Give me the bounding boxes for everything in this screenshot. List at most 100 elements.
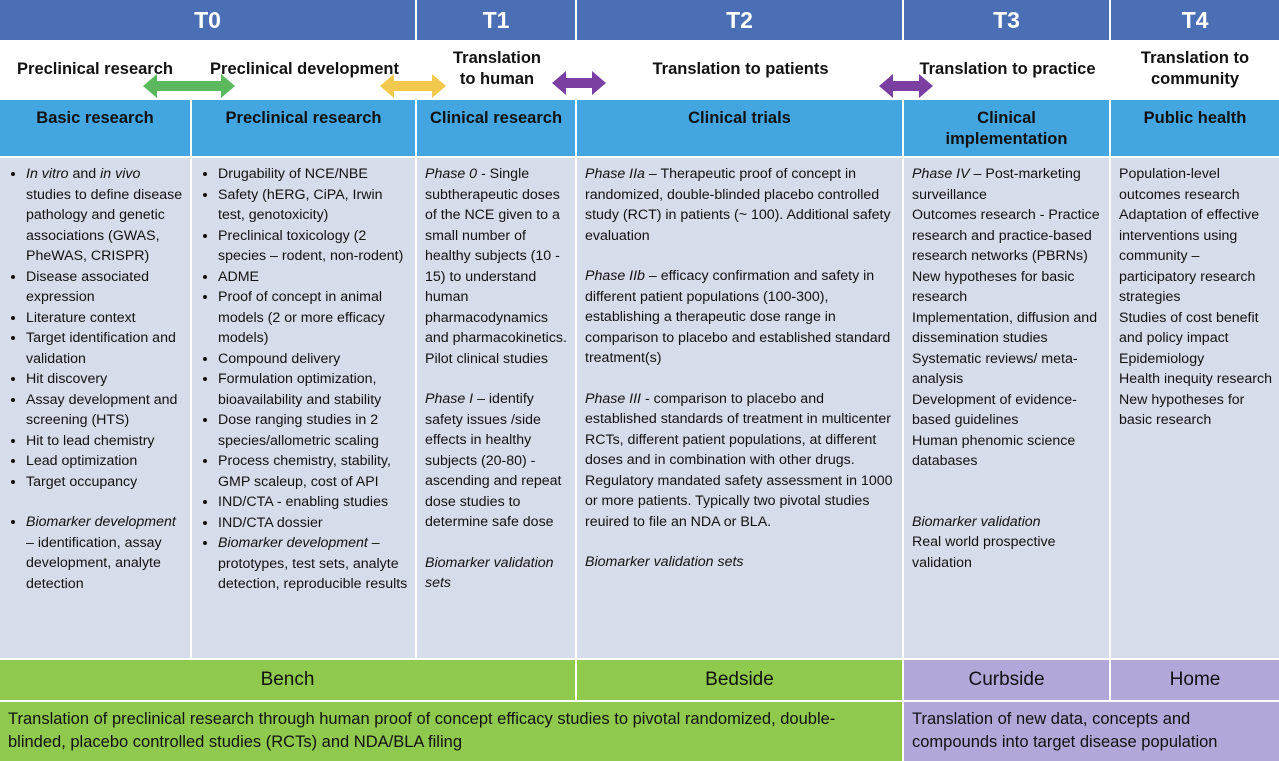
italic-text: Phase IIb xyxy=(585,268,645,284)
biomarker-paragraph: Biomarker validation sets xyxy=(585,552,896,573)
italic-text: Phase III xyxy=(585,390,641,407)
summary-text: Translation of preclinical research thro… xyxy=(8,710,836,751)
italic-text: In vitro xyxy=(26,166,69,182)
implementation-lines: Phase IV – Post-marketing surveillance O… xyxy=(912,164,1103,573)
phase-3-paragraph: Phase III - comparison to placebo and es… xyxy=(585,389,896,533)
category-public-health: Public health xyxy=(1111,100,1279,156)
category-label: Basic research xyxy=(36,109,154,127)
text: - Single subtherapeutic doses of the NCE… xyxy=(425,166,567,367)
list-item: ADME xyxy=(218,267,409,288)
list-item: Biomarker development – prototypes, test… xyxy=(218,533,409,595)
list-item: Systematic reviews/ meta-analysis xyxy=(912,350,1078,388)
phase-2a-paragraph: Phase IIa – Therapeutic proof of concept… xyxy=(585,164,896,246)
phase-label: Preclinical development xyxy=(210,59,399,78)
list-item: Drugability of NCE/NBE xyxy=(218,164,409,185)
stage-label: T1 xyxy=(482,6,510,33)
stage-header-t1: T1 xyxy=(417,0,577,40)
text: - comparison to placebo and established … xyxy=(585,390,893,530)
home-band: Home xyxy=(1111,660,1279,700)
category-label: Public health xyxy=(1143,109,1247,127)
italic-text: in vivo xyxy=(100,166,141,182)
phase-translation-to-patients: Translation to patients xyxy=(577,40,904,98)
text: and xyxy=(68,166,101,182)
list-item: Disease associated expression xyxy=(26,267,184,308)
summary-text: Translation of new data, concepts and co… xyxy=(912,710,1218,751)
list-item: New hypotheses for basic research xyxy=(1119,391,1245,429)
list-item: Process chemistry, stability, GMP scaleu… xyxy=(218,451,409,492)
bench-label: Bench xyxy=(260,669,315,690)
phase-label: Translation to community xyxy=(1140,49,1250,88)
stage-header-t3: T3 xyxy=(904,0,1111,40)
column-clinical-implementation: Phase IV – Post-marketing surveillance O… xyxy=(904,158,1111,658)
list-item: IND/CTA - enabling studies xyxy=(218,492,409,513)
list-item: Compound delivery xyxy=(218,349,409,370)
stage-label: T3 xyxy=(993,6,1020,33)
column-clinical-research: Phase 0 - Single subtherapeutic doses of… xyxy=(417,158,577,658)
stage-header-t0: T0 xyxy=(0,0,417,40)
list-item: In vitro and in vivo studies to define d… xyxy=(26,164,184,267)
list-item: Outcomes research - Practice research an… xyxy=(912,207,1100,264)
text: – prototypes, test sets, analyte detecti… xyxy=(218,535,408,592)
home-label: Home xyxy=(1169,669,1221,690)
bedside-label: Bedside xyxy=(705,669,774,690)
italic-text: Biomarker validation sets xyxy=(425,554,554,592)
italic-text: Biomarker validation sets xyxy=(585,554,744,570)
italic-text: Phase I xyxy=(425,391,474,407)
category-clinical-implementation: Clinical implementation xyxy=(904,100,1111,156)
list-item: Adaptation of effective interventions us… xyxy=(1119,207,1260,305)
phase-0-paragraph: Phase 0 - Single subtherapeutic doses of… xyxy=(425,164,569,369)
italic-text: Phase IIa xyxy=(585,166,645,182)
list-item: Epidemiology xyxy=(1119,350,1205,367)
bench-band: Bench xyxy=(0,660,577,700)
phase-translation-to-community: Translation to community xyxy=(1111,40,1279,98)
text: studies to define disease pathology and … xyxy=(26,186,183,265)
phase-1-paragraph: Phase I – identify safety issues /side e… xyxy=(425,389,569,533)
list-item: Target identification and validation xyxy=(26,328,184,369)
list-item: Health inequity research xyxy=(1119,371,1272,387)
list-item: Biomarker development – identification, … xyxy=(26,512,184,594)
text: – Post-marketing surveillance xyxy=(912,166,1081,203)
stage-label: T4 xyxy=(1181,6,1209,33)
list-item: Hit to lead chemistry xyxy=(26,431,184,452)
phase-label: Preclinical research xyxy=(17,59,173,78)
category-label: Clinical implementation xyxy=(945,109,1068,148)
list-item: Population-level outcomes research xyxy=(1119,166,1240,203)
list-item: IND/CTA dossier xyxy=(218,513,409,534)
summary-left: Translation of preclinical research thro… xyxy=(0,702,904,761)
curbside-band: Curbside xyxy=(904,660,1111,700)
list-item: Development of evidence-based guidelines xyxy=(912,391,1077,429)
italic-text: Biomarker validation xyxy=(912,513,1041,530)
phase-2b-paragraph: Phase IIb – efficacy confirmation and sa… xyxy=(585,266,896,369)
column-basic-research: In vitro and in vivo studies to define d… xyxy=(0,158,192,658)
double-arrow-yellow-icon xyxy=(380,74,446,98)
category-clinical-research: Clinical research xyxy=(417,100,577,156)
summary-right: Translation of new data, concepts and co… xyxy=(904,702,1279,761)
biomarker-heading: Biomarker validation xyxy=(912,512,1103,533)
text: – Therapeutic proof of concept in random… xyxy=(585,166,891,244)
stage-header-t4: T4 xyxy=(1111,0,1279,40)
list-item: Preclinical toxicology (2 species – rode… xyxy=(218,226,409,267)
list-item: Hit discovery xyxy=(26,369,184,390)
list-item: Formulation optimization, bioavailabilit… xyxy=(218,369,409,410)
phase-translation-to-human: Translation to human xyxy=(417,40,577,98)
category-clinical-trials: Clinical trials xyxy=(577,100,904,156)
list-item: New hypotheses for basic research xyxy=(912,268,1075,306)
public-health-lines: Population-level outcomes research Adapt… xyxy=(1119,164,1273,431)
phase-label: Translation to patients xyxy=(652,59,829,78)
double-arrow-green-icon xyxy=(143,74,235,98)
double-arrow-purple-icon xyxy=(879,74,933,98)
preclinical-list: Drugability of NCE/NBE Safety (hERG, CiP… xyxy=(200,164,409,595)
biomarker-list: Biomarker development – identification, … xyxy=(8,512,184,594)
list-item: Proof of concept in animal models (2 or … xyxy=(218,287,409,349)
curbside-label: Curbside xyxy=(968,669,1045,690)
category-label: Clinical trials xyxy=(688,109,791,127)
list-item: Implementation, diffusion and disseminat… xyxy=(912,309,1098,347)
phase-label: Translation to practice xyxy=(919,59,1096,78)
category-preclinical-research: Preclinical research xyxy=(192,100,417,156)
list-item: Assay development and screening (HTS) xyxy=(26,390,184,431)
list-item: Safety (hERG, CiPA, Irwin test, genotoxi… xyxy=(218,185,409,226)
category-basic-research: Basic research xyxy=(0,100,192,156)
list-item: Lead optimization xyxy=(26,451,184,472)
list-item: Literature context xyxy=(26,308,184,329)
